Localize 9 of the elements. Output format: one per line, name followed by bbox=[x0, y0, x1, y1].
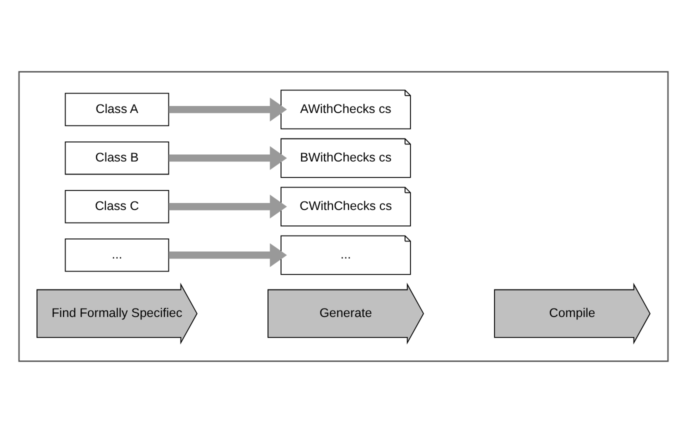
arrow bbox=[168, 194, 287, 218]
arrow bbox=[168, 242, 287, 267]
arrow bbox=[168, 146, 287, 170]
node-box: Class B bbox=[64, 140, 170, 174]
node-box: Class C bbox=[64, 189, 170, 223]
node-box: Class A bbox=[64, 92, 170, 126]
node-box: ... bbox=[64, 238, 170, 272]
arrow bbox=[168, 97, 287, 121]
cluster bbox=[18, 70, 669, 362]
